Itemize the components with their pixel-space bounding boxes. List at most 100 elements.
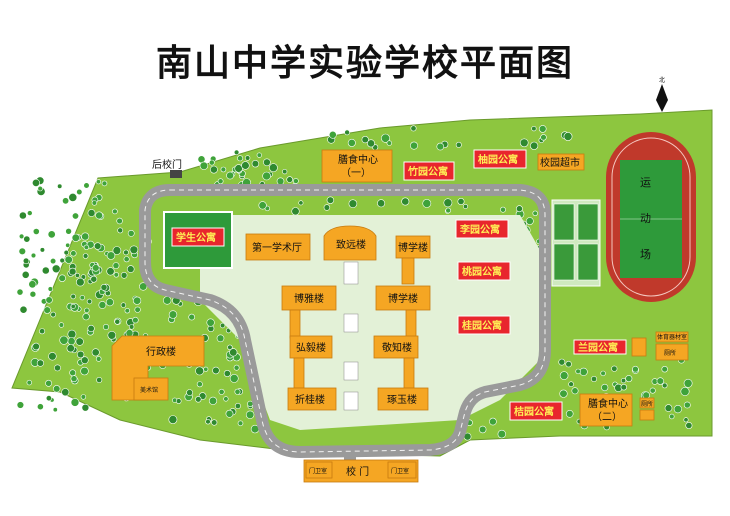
guiyuan-dorm[interactable] [457, 315, 511, 335]
tree-dot [661, 366, 668, 373]
zhuyuan-label: 竹园公寓 [407, 165, 448, 178]
hongyi-wing2[interactable] [293, 357, 305, 389]
tree-dot [61, 388, 70, 397]
tree-dot [497, 429, 506, 439]
jingzhi-wing2[interactable] [403, 357, 415, 389]
tree-dot [386, 140, 392, 146]
small4-building[interactable] [631, 337, 647, 357]
hongyi-label: 弘毅楼 [296, 341, 326, 354]
tree-dot [31, 178, 40, 187]
tree-dot [443, 198, 453, 208]
boya-building[interactable] [281, 285, 337, 311]
xuetang-building[interactable] [245, 233, 311, 261]
tree-dot [251, 160, 260, 168]
gate-guard-left[interactable] [305, 461, 333, 479]
tree-dot [673, 405, 683, 414]
zhuoyu-building[interactable] [377, 387, 429, 411]
hongyi-building[interactable] [289, 335, 333, 359]
tree-dot [462, 204, 468, 210]
jingzhi-building[interactable] [373, 335, 419, 359]
liyuan-dorm[interactable] [455, 219, 509, 239]
jingzhi-right-wing[interactable] [405, 309, 417, 339]
juyuan-dorm[interactable] [509, 401, 563, 421]
courtyard [200, 215, 540, 430]
tree-dot [62, 197, 70, 205]
boxue-connector[interactable] [401, 257, 415, 285]
walkway-stairs [343, 261, 359, 411]
tree-cluster [16, 125, 693, 441]
tree-dot [70, 398, 80, 407]
tree-dot [669, 413, 675, 420]
tree-dot [436, 142, 445, 151]
tree-dot [37, 185, 43, 192]
tree-dot [218, 388, 225, 395]
tree-dot [72, 212, 80, 220]
tree-dot [217, 178, 224, 185]
tree-dot [67, 329, 77, 339]
tree-dot [50, 311, 57, 318]
tree-dot [445, 207, 452, 214]
tree-dot [516, 205, 523, 213]
tree-dot [58, 322, 65, 328]
tree-dot [79, 295, 85, 301]
zhiyuan-building[interactable] [323, 225, 377, 261]
shanshi2-building[interactable] [579, 393, 633, 427]
tree-dot [68, 267, 77, 276]
small1-building[interactable] [655, 331, 689, 343]
tree-dot [70, 375, 78, 383]
ring-road-centerline [144, 189, 546, 453]
tree-dot [664, 404, 673, 412]
cesuo-building[interactable] [655, 343, 689, 361]
tree-dot [26, 210, 33, 216]
tree-dot [91, 200, 98, 206]
tree-dot [63, 249, 70, 256]
tree-dot [32, 228, 40, 235]
tree-dot [52, 385, 61, 393]
tree-dot [380, 133, 390, 143]
tree-dot [28, 280, 37, 289]
tree-dot [326, 196, 335, 204]
tree-dot [112, 246, 122, 255]
tree-dot [45, 395, 52, 402]
tree-dot [455, 141, 462, 148]
tree-dot [328, 130, 337, 139]
tree-dot [70, 250, 77, 257]
tree-dot [571, 387, 579, 395]
zhuyuan-dorm[interactable] [403, 161, 455, 181]
tree-dot [39, 328, 46, 335]
lanyuan-dorm[interactable] [573, 339, 627, 355]
tree-dot [81, 403, 90, 412]
cesuo-label: 厕所 [664, 349, 676, 357]
hongyi-left-wing[interactable] [289, 309, 301, 339]
tree-dot [86, 298, 93, 305]
zhegui-building[interactable] [287, 387, 337, 411]
tree-dot [199, 161, 209, 171]
tree-dot [559, 371, 569, 380]
tree-dot [123, 256, 130, 263]
tree-dot [48, 352, 57, 361]
track-label-1: 运 [640, 176, 651, 189]
small3-building[interactable] [639, 409, 655, 421]
tree-dot [80, 394, 87, 400]
tree-dot [233, 149, 240, 156]
shanshi1-building[interactable] [321, 149, 393, 183]
tree-dot [348, 199, 358, 208]
xuesheng-dorm[interactable] [171, 227, 225, 247]
tree-dot [98, 301, 107, 309]
tree-dot [126, 265, 135, 273]
youyuan-dorm[interactable] [473, 149, 527, 169]
small2-building[interactable] [639, 397, 655, 409]
tree-dot [611, 365, 618, 372]
tree-dot [57, 183, 63, 189]
tree-dot [532, 210, 538, 217]
taoyuan-dorm[interactable] [457, 261, 511, 281]
meishuguan-building[interactable] [133, 377, 169, 401]
tree-dot [234, 388, 241, 395]
tree-dot [18, 233, 25, 240]
boxue2-building[interactable] [375, 285, 431, 311]
gate-guard-right[interactable] [387, 461, 417, 479]
tree-dot [559, 389, 568, 398]
tree-dot [234, 402, 241, 409]
track-label-3: 场 [640, 247, 651, 261]
chaoshi-building[interactable] [537, 153, 585, 171]
